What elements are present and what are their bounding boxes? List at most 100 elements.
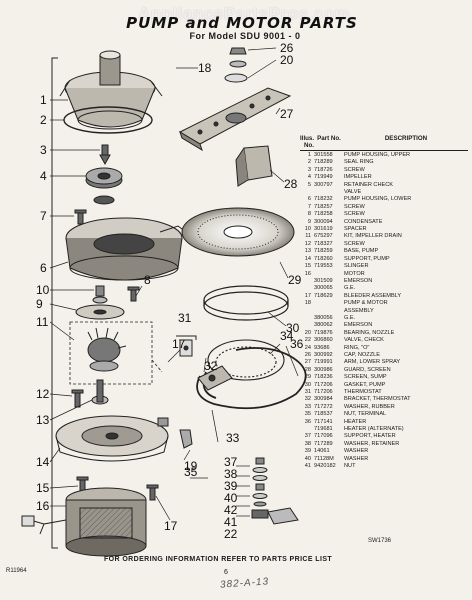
part-description: BRACKET, THERMOSTAT bbox=[344, 396, 411, 403]
part-description: PUMP HOUSING, UPPER bbox=[344, 152, 411, 158]
part-number: 718236 bbox=[314, 374, 333, 381]
thermostat-bracket-part bbox=[176, 335, 197, 357]
screw-part-12 bbox=[71, 389, 84, 408]
part-description: NUT, TERMINAL bbox=[344, 411, 387, 418]
part-number bbox=[314, 271, 344, 278]
part-description: G.E. bbox=[344, 314, 356, 321]
illus-number: 1 bbox=[307, 152, 311, 158]
illus-number: 10 bbox=[304, 226, 311, 233]
callout-27: 27 bbox=[280, 107, 294, 121]
callout-31: 31 bbox=[178, 311, 192, 325]
illus-number: 7 bbox=[307, 203, 311, 210]
part-number: 719553 bbox=[314, 263, 333, 270]
pump-housing-upper-part bbox=[59, 50, 163, 130]
callout-20: 20 bbox=[280, 53, 294, 67]
part-description: ARM, LOWER SPRAY bbox=[344, 359, 401, 366]
illus-number: 30 bbox=[304, 381, 311, 388]
deflector-part bbox=[235, 145, 273, 187]
part-number: 718327 bbox=[314, 240, 333, 247]
screw-part-3 bbox=[99, 144, 111, 166]
callout-15: 15 bbox=[36, 481, 50, 495]
terminal-hardware-stack bbox=[251, 457, 299, 525]
part-number: 719681 bbox=[314, 426, 333, 433]
part-number: 380062 bbox=[314, 322, 333, 329]
part-description: CAP, NOZZLE bbox=[344, 351, 380, 358]
part-number: 718537 bbox=[314, 411, 333, 418]
part-description: WASHER bbox=[344, 455, 369, 462]
part-description: BASE, PUMP bbox=[344, 248, 379, 255]
part-number: 300094 bbox=[314, 218, 333, 225]
illus-number bbox=[300, 285, 314, 292]
part-number: 301558 bbox=[314, 152, 333, 158]
illus-number: 17 bbox=[304, 292, 311, 299]
parts-list-row: 300065 G.E. bbox=[300, 285, 468, 292]
part-description: SCREW bbox=[344, 166, 365, 173]
part-number: 717141 bbox=[314, 418, 333, 425]
part-description: SCREW bbox=[344, 211, 365, 218]
callout-7: 7 bbox=[40, 209, 47, 223]
bleeder-nut-part bbox=[75, 304, 125, 320]
part-number: 14061 bbox=[314, 448, 330, 455]
document-code: R11964 bbox=[6, 568, 27, 574]
callout-13: 13 bbox=[36, 413, 50, 427]
spacer-part bbox=[92, 285, 108, 304]
part-description: BLEEDER ASSEMBLY bbox=[344, 292, 402, 299]
page-number: 6 bbox=[224, 569, 228, 576]
part-number: 93686 bbox=[314, 344, 330, 351]
impeller-drain-part bbox=[87, 327, 127, 372]
part-description: SEAL RING bbox=[344, 159, 374, 166]
callout-2: 2 bbox=[40, 113, 47, 127]
illus-number bbox=[300, 426, 314, 433]
part-description: KIT, IMPELLER DRAIN bbox=[344, 233, 402, 240]
illus-number: 24 bbox=[304, 344, 311, 351]
part-description: SCREW bbox=[344, 240, 365, 247]
header-illus-no: Illus. No. bbox=[300, 135, 315, 149]
header-divider bbox=[300, 150, 468, 151]
callout-14: 14 bbox=[36, 455, 50, 469]
part-number: 300065 bbox=[314, 285, 333, 292]
illus-number: 12 bbox=[304, 240, 311, 247]
callout-12: 12 bbox=[36, 387, 50, 401]
callout-22: 22 bbox=[224, 527, 238, 541]
callout-4: 4 bbox=[40, 169, 47, 183]
part-number: 301619 bbox=[314, 226, 333, 233]
part-number: 380056 bbox=[314, 314, 333, 321]
illus-number: 13 bbox=[304, 248, 311, 255]
part-number bbox=[314, 300, 344, 307]
part-number: 300992 bbox=[314, 351, 333, 358]
callout-34: 34 bbox=[280, 329, 294, 343]
part-number: 300986 bbox=[314, 366, 333, 373]
clip-part bbox=[179, 429, 193, 449]
gasket-ring-part bbox=[203, 285, 289, 321]
part-description: BEARING, NOZZLE bbox=[344, 329, 395, 336]
illus-number bbox=[300, 189, 314, 196]
hub-nut-part bbox=[229, 47, 247, 68]
guard-part bbox=[207, 339, 285, 381]
part-description: G.E. bbox=[344, 285, 356, 292]
callout-18: 18 bbox=[198, 61, 212, 75]
part-description: WASHER bbox=[344, 448, 369, 455]
assembly-bracket bbox=[51, 57, 58, 549]
part-number: 300984 bbox=[314, 396, 333, 403]
illus-number bbox=[300, 315, 314, 322]
part-number: 719991 bbox=[314, 359, 333, 366]
part-description: IMPELLER bbox=[344, 174, 372, 181]
part-description: VALVE, CHECK bbox=[344, 337, 384, 344]
part-number: 719949 bbox=[314, 174, 333, 181]
callout-16: 16 bbox=[36, 499, 50, 513]
part-number: 675297 bbox=[314, 233, 333, 240]
part-number bbox=[314, 308, 344, 315]
